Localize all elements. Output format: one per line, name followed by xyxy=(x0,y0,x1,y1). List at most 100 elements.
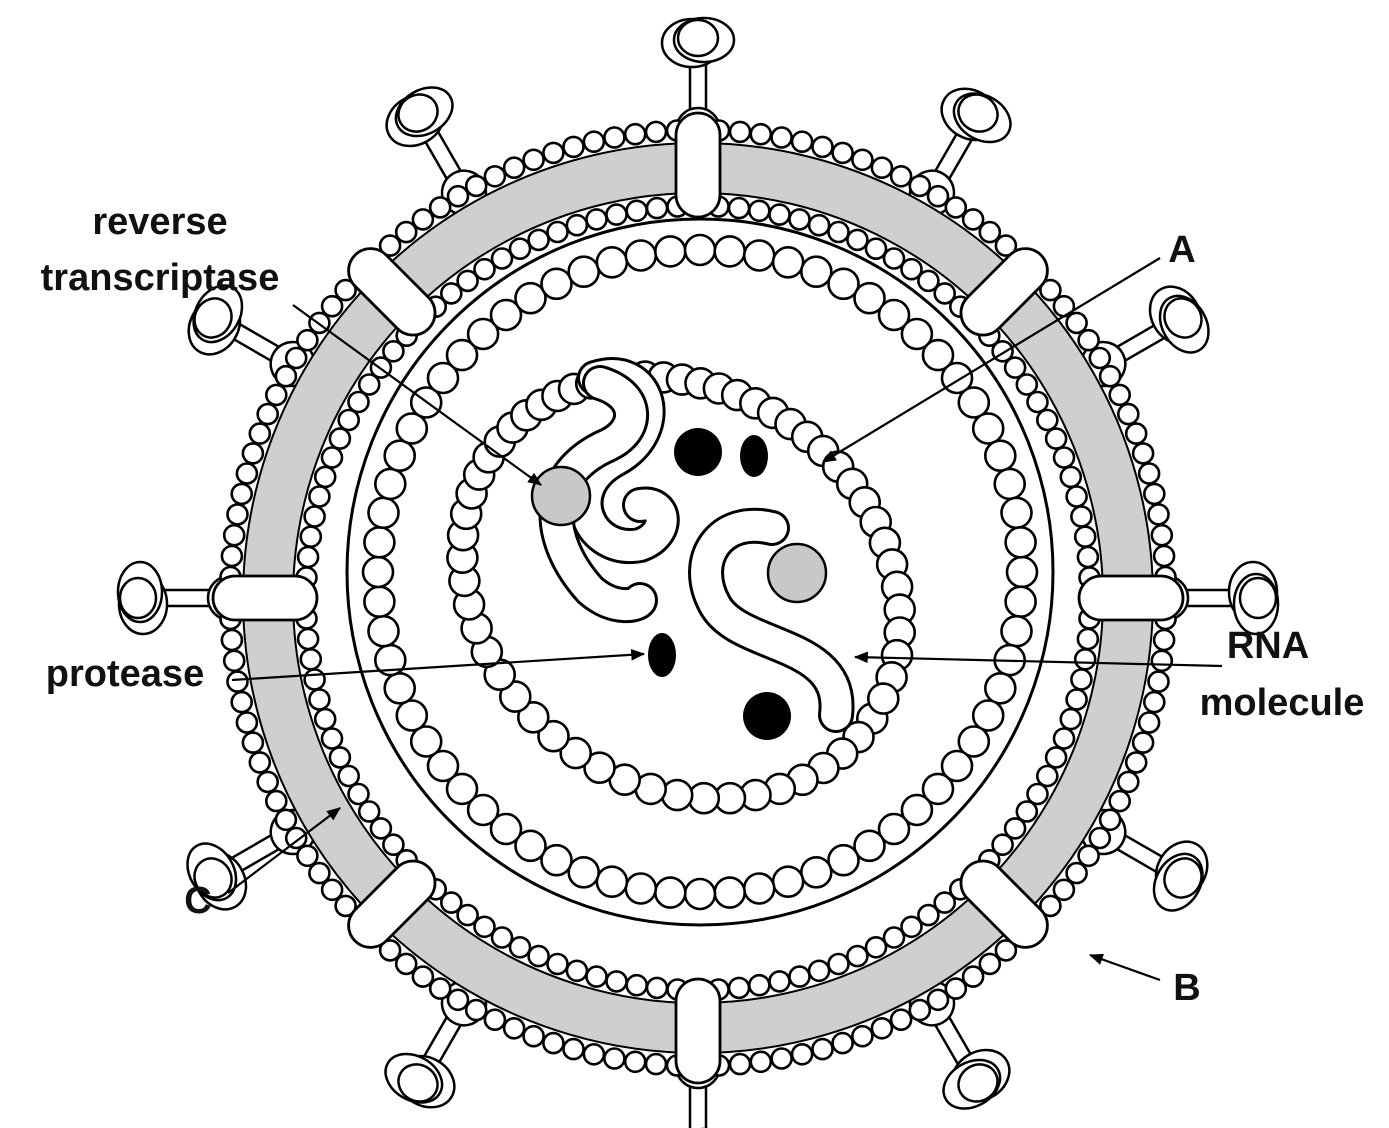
outer-lipid-bead xyxy=(430,979,450,999)
outer-lipid-bead xyxy=(1079,330,1099,350)
inner-lipid-bead xyxy=(1046,747,1066,767)
outer-lipid-bead xyxy=(646,122,666,142)
label-reverse: reverse xyxy=(92,201,227,243)
inner-lipid-bead xyxy=(548,954,568,974)
inner-lipid-bead xyxy=(548,222,568,242)
inner-lipid-bead xyxy=(339,766,359,786)
inner-lipid-bead xyxy=(298,629,318,649)
inner-lipid-bead xyxy=(1037,410,1057,430)
outer-lipid-bead xyxy=(1149,504,1169,524)
inner-lipid-bead xyxy=(1054,448,1074,468)
matrix-bead xyxy=(1002,498,1032,528)
matrix-bead xyxy=(364,587,394,617)
inner-lipid-bead xyxy=(1061,709,1081,729)
outer-lipid-bead xyxy=(228,504,248,524)
transmembrane-capsule xyxy=(1079,576,1183,620)
outer-lipid-bead xyxy=(466,1000,486,1020)
inner-lipid-bead xyxy=(587,209,607,229)
matrix-bead xyxy=(655,878,685,908)
protease-dot-2 xyxy=(648,633,676,677)
outer-lipid-bead xyxy=(584,132,604,152)
outer-lipid-bead xyxy=(266,791,286,811)
outer-lipid-bead xyxy=(646,1054,666,1074)
outer-lipid-bead xyxy=(448,186,468,206)
outer-lipid-bead xyxy=(1090,348,1110,368)
outer-lipid-bead xyxy=(833,1033,853,1053)
outer-lipid-bead xyxy=(266,385,286,405)
inner-lipid-bead xyxy=(510,937,530,957)
outer-lipid-bead xyxy=(751,1052,771,1072)
outer-lipid-bead xyxy=(584,1044,604,1064)
outer-lipid-bead xyxy=(891,166,911,186)
outer-lipid-bead xyxy=(625,124,645,144)
outer-lipid-bead xyxy=(524,150,544,170)
inner-lipid-bead xyxy=(301,649,321,669)
reverse-transcriptase-2 xyxy=(768,544,826,602)
outer-lipid-bead xyxy=(1118,772,1138,792)
inner-lipid-bead xyxy=(847,230,867,250)
outer-lipid-bead xyxy=(792,1044,812,1064)
outer-lipid-bead xyxy=(430,197,450,217)
outer-lipid-bead xyxy=(910,176,930,196)
inner-lipid-bead xyxy=(567,215,587,235)
matrix-bead xyxy=(655,236,685,266)
matrix-bead xyxy=(597,247,627,277)
integrase-dot-1 xyxy=(674,428,722,476)
outer-lipid-bead xyxy=(1154,630,1174,650)
inner-lipid-bead xyxy=(607,205,627,225)
inner-lipid-bead xyxy=(790,967,810,987)
matrix-bead xyxy=(1002,616,1032,646)
outer-lipid-bead xyxy=(466,176,486,196)
outer-lipid-bead xyxy=(1154,546,1174,566)
outer-lipid-bead xyxy=(1067,313,1087,333)
inner-lipid-bead xyxy=(330,747,350,767)
outer-lipid-bead xyxy=(504,158,524,178)
matrix-bead xyxy=(773,867,803,897)
outer-lipid-bead xyxy=(910,1000,930,1020)
inner-lipid-bead xyxy=(1054,729,1074,749)
transmembrane-capsule xyxy=(676,113,720,217)
outer-lipid-bead xyxy=(276,366,296,386)
outer-lipid-bead xyxy=(625,1052,645,1072)
matrix-bead xyxy=(369,616,399,646)
matrix-bead xyxy=(995,469,1025,499)
label-b: B xyxy=(1173,967,1200,1009)
matrix-bead xyxy=(626,874,656,904)
inner-lipid-bead xyxy=(647,198,667,218)
matrix-bead xyxy=(385,441,415,471)
label-molecule: molecule xyxy=(1200,682,1365,724)
matrix-bead xyxy=(569,257,599,287)
outer-lipid-bead xyxy=(258,772,278,792)
inner-lipid-bead xyxy=(627,201,647,221)
inner-lipid-bead xyxy=(305,507,325,527)
outer-lipid-bead xyxy=(543,143,563,163)
inner-lipid-bead xyxy=(1028,392,1048,412)
inner-lipid-bead xyxy=(529,946,549,966)
inner-lipid-bead xyxy=(749,201,769,221)
inner-lipid-bead xyxy=(866,937,886,957)
inner-lipid-bead xyxy=(492,249,512,269)
inner-lipid-bead xyxy=(607,971,627,991)
outer-lipid-bead xyxy=(852,150,872,170)
outer-lipid-bead xyxy=(604,128,624,148)
outer-lipid-bead xyxy=(1152,651,1172,671)
inner-lipid-bead xyxy=(770,971,790,991)
outer-lipid-bead xyxy=(237,464,257,484)
matrix-bead xyxy=(397,701,427,731)
protease-dot-1 xyxy=(740,435,768,477)
outer-lipid-bead xyxy=(1126,424,1146,444)
outer-lipid-bead xyxy=(1144,484,1164,504)
inner-lipid-bead xyxy=(529,230,549,250)
inner-lipid-bead xyxy=(884,928,904,948)
matrix-bead xyxy=(626,241,656,271)
outer-lipid-bead xyxy=(963,967,983,987)
inner-lipid-bead xyxy=(349,784,369,804)
inner-lipid-bead xyxy=(322,729,342,749)
label-protease: protease xyxy=(46,653,204,695)
outer-lipid-bead xyxy=(1139,713,1159,733)
outer-lipid-bead xyxy=(872,1018,892,1038)
outer-lipid-bead xyxy=(852,1026,872,1046)
outer-lipid-bead xyxy=(1144,692,1164,712)
inner-lipid-bead xyxy=(510,239,530,259)
